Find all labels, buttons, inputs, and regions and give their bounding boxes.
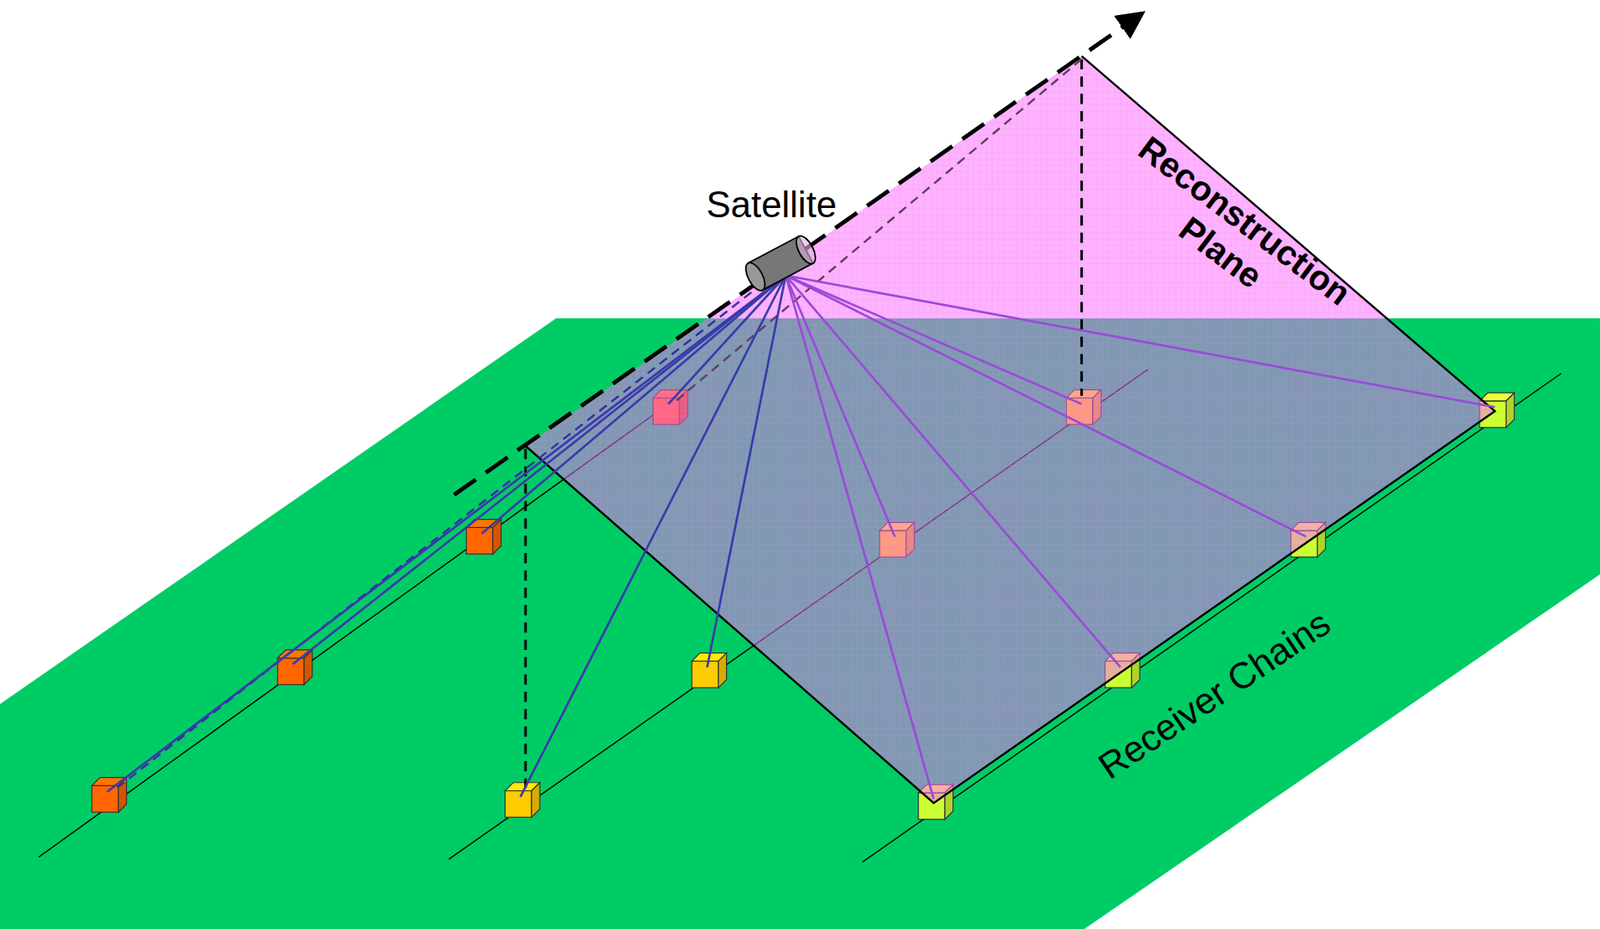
- ray-line: [481, 275, 786, 534]
- receiver-cube: [505, 782, 541, 818]
- ray-line: [520, 275, 787, 798]
- satellite-label: Satellite: [706, 182, 837, 226]
- ray-line: [785, 275, 1121, 668]
- ray-line: [706, 275, 786, 668]
- satellite-track: [453, 14, 1141, 495]
- ray-line: [785, 275, 934, 800]
- ray-dashes: [116, 59, 1082, 788]
- ray-line: [106, 275, 786, 793]
- reconstruction-plane-grid: [525, 55, 1495, 803]
- receiver-cube: [277, 650, 313, 686]
- ray-line: [293, 275, 787, 665]
- plane-outline: [525, 55, 1495, 803]
- dashed-guides: [525, 59, 1082, 788]
- reconstruction-plane: [525, 55, 1495, 803]
- satellite-body: [741, 233, 820, 294]
- receiver-cube: [91, 777, 127, 813]
- ray-line: [785, 275, 1495, 408]
- ray-line: [785, 275, 1306, 538]
- satellite-rays: [106, 275, 1495, 800]
- ray-line: [785, 275, 1082, 405]
- ray-line: [668, 275, 786, 405]
